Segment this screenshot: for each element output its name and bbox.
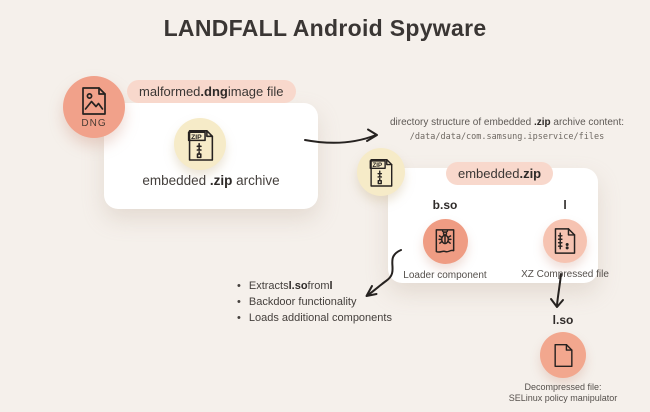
file-icon — [553, 343, 573, 367]
svg-text:ZIP: ZIP — [191, 134, 202, 141]
loader-component-caption: Loader component — [403, 270, 487, 281]
lso-label: l.so — [552, 313, 574, 327]
xz-compressed-item: l XZ Compressed file — [510, 198, 620, 280]
bullet-item: Loads additional components — [237, 310, 392, 326]
directory-note: directory structure of embedded .zip arc… — [372, 117, 642, 143]
page-title: LANDFALL Android Spyware — [163, 15, 487, 41]
image-file-icon — [82, 87, 106, 115]
malformed-dng-pill: malformed .dng image file — [127, 80, 296, 103]
lso-caption-line2: SELinux policy manipulator — [508, 393, 618, 403]
embedded-zip-pill: embedded .zip — [446, 162, 554, 185]
bullet-item: Backdoor functionality — [237, 294, 392, 310]
dng-file-badge: DNG — [63, 76, 125, 138]
embedded-zip-badge-right: ZIP — [357, 148, 405, 196]
zip-file-icon: ZIP — [369, 158, 393, 187]
lso-caption: Decompressed file: SELinux policy manipu… — [509, 382, 618, 404]
directory-note-path: /data/data/com.samsung.ipservice/files — [409, 132, 605, 142]
bso-label: b.so — [432, 198, 458, 212]
bullet-item: Extracts l.so from l — [237, 278, 392, 294]
bso-file-badge — [422, 219, 468, 264]
lso-file-badge — [540, 332, 586, 378]
loader-component-item: b.so Loader component — [390, 198, 500, 281]
svg-text:ZIP: ZIP — [373, 162, 383, 169]
bug-file-icon — [435, 228, 455, 253]
xz-compressed-caption: XZ Compressed file — [521, 269, 609, 280]
l-file-badge — [543, 219, 587, 263]
dng-badge-label: DNG — [81, 118, 107, 129]
xz-file-icon — [554, 228, 576, 254]
lso-caption-line1: Decompressed file: — [524, 382, 602, 392]
zip-file-icon: ZIP — [187, 129, 213, 161]
directory-note-line: directory structure of embedded .zip arc… — [389, 117, 624, 128]
capability-bullets: Extracts l.so from l Backdoor functional… — [237, 278, 392, 326]
l-label: l — [563, 198, 567, 212]
embedded-zip-archive-caption: embedded .zip archive — [142, 173, 280, 188]
lso-group: l.so Decompressed file: SELinux policy m… — [501, 313, 625, 404]
embedded-zip-badge-left: ZIP — [174, 118, 226, 170]
